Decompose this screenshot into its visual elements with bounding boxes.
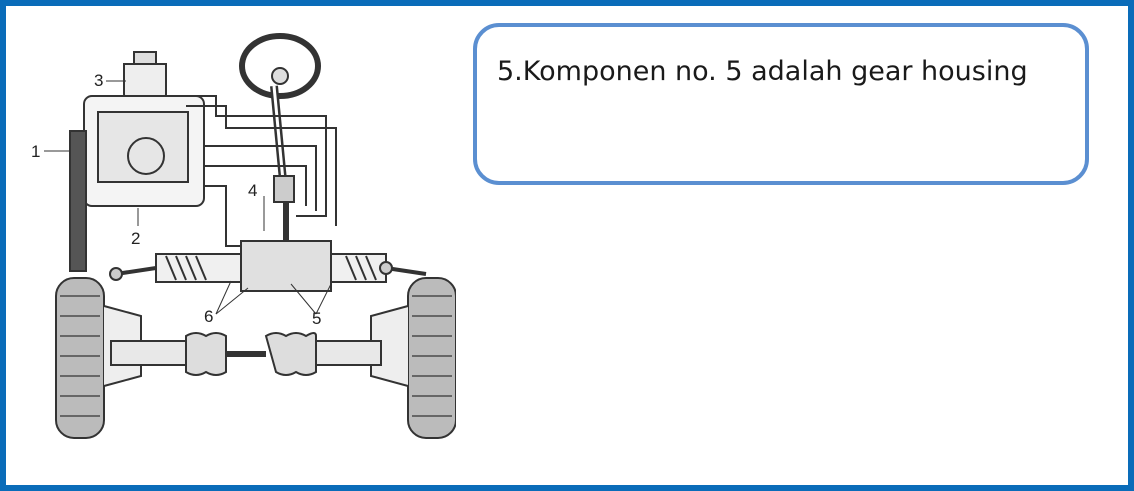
label-6: 6: [204, 307, 213, 326]
right-drive-shaft: [315, 340, 382, 366]
right-wheel: [407, 277, 456, 439]
label-4: 4: [248, 181, 257, 200]
pump-pulley: [69, 130, 87, 272]
power-steering-diagram: 1 3 2 4 6 5: [26, 16, 456, 456]
label-1: 1: [31, 142, 40, 161]
gear-housing: [240, 240, 332, 292]
answer-text: 5.Komponen no. 5 adalah gear housing: [497, 56, 1028, 87]
steering-system-illustration: 1 3 2 4 6 5: [31, 33, 456, 439]
label-2: 2: [131, 229, 140, 248]
steering-wheel: [239, 33, 321, 99]
left-drive-shaft: [110, 340, 187, 366]
label-5: 5: [312, 309, 321, 328]
universal-joint: [273, 175, 295, 203]
label-3: 3: [94, 71, 103, 90]
answer-callout-box: 5.Komponen no. 5 adalah gear housing: [473, 23, 1089, 185]
left-wheel: [55, 277, 105, 439]
